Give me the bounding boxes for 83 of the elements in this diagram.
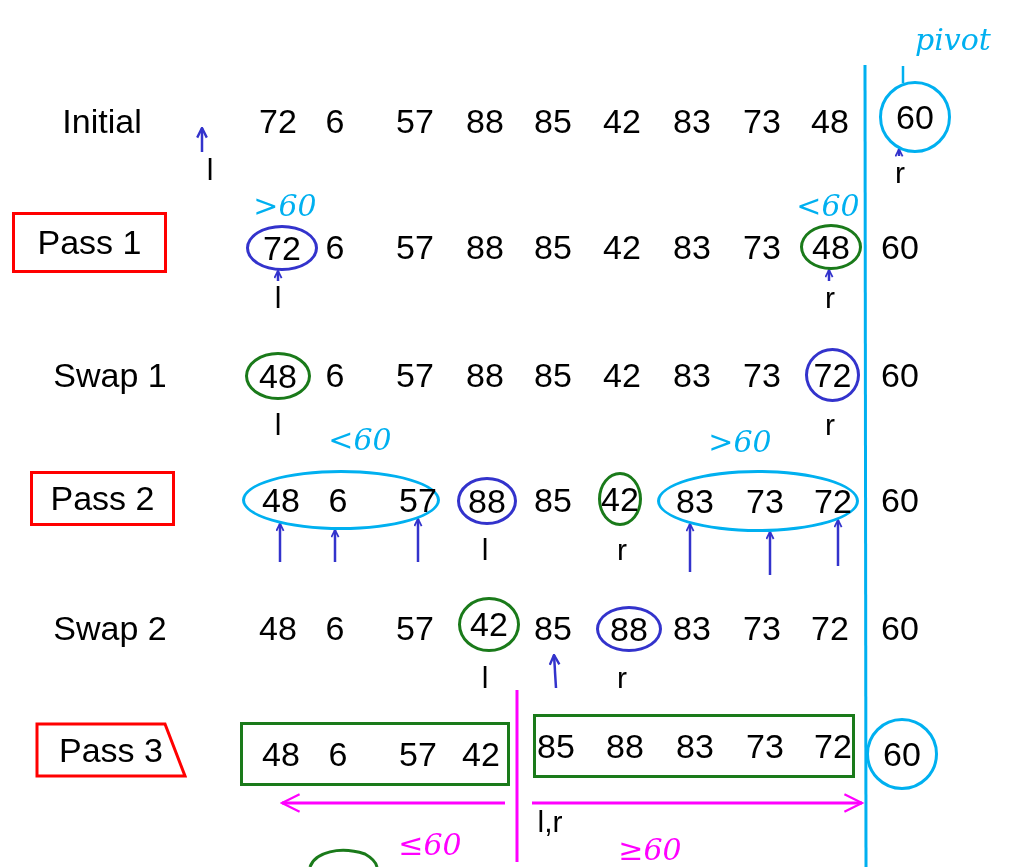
pointer-label: r <box>617 535 627 565</box>
array-value: 6 <box>325 104 345 138</box>
array-value: 60 <box>881 230 919 264</box>
arrow <box>685 523 695 572</box>
array-value: 85 <box>534 611 572 645</box>
group-ellipse: 48 6 57 <box>242 470 440 530</box>
arrow <box>833 519 843 566</box>
circled-value: 88 <box>457 477 517 525</box>
array-value: 73 <box>743 104 781 138</box>
circled-value: 48 <box>800 224 862 270</box>
pointer-label: l <box>274 410 282 440</box>
array-value: 88 <box>466 104 504 138</box>
partition-box: 48 6 57 42 <box>240 722 510 786</box>
arrow <box>894 148 904 158</box>
pivot-circle: 60 <box>879 81 951 153</box>
row-label: Swap 2 <box>53 611 167 645</box>
array-value: 73 <box>743 358 781 392</box>
circled-value: 72 <box>805 348 860 402</box>
array-value: 60 <box>881 611 919 645</box>
array-value: 85 <box>534 483 572 517</box>
array-value: 83 <box>673 104 711 138</box>
pass-label-box: Pass 3 <box>35 722 187 778</box>
pass-label-box: Pass 1 <box>12 212 167 273</box>
array-value: 85 <box>534 104 572 138</box>
handwritten-note: ≤60 <box>398 830 462 860</box>
circled-value: 72 <box>246 225 318 271</box>
array-value: 83 <box>673 611 711 645</box>
pointer-label: r <box>825 410 835 440</box>
array-value: 42 <box>603 104 641 138</box>
pointer-label: l <box>268 283 288 313</box>
array-value: 48 <box>811 104 849 138</box>
pass-label-box: Pass 2 <box>30 471 175 526</box>
handwritten-note: ≥60 <box>618 835 682 865</box>
handwritten-note: >60 <box>253 191 317 221</box>
handwritten-note: <60 <box>796 191 860 221</box>
arrow <box>330 529 340 562</box>
circled-value: 42 <box>458 597 520 652</box>
array-value: 6 <box>325 611 345 645</box>
array-value: 48 <box>259 611 297 645</box>
pivot-circle: 60 <box>866 718 938 790</box>
pointer-label: l <box>206 155 214 185</box>
array-value: 60 <box>881 483 919 517</box>
partition-box: 85 88 83 73 72 <box>533 714 855 778</box>
array-value: 85 <box>534 230 572 264</box>
pointer-label: l,r <box>537 807 563 837</box>
pointer-label: r <box>617 663 627 693</box>
pointer-label: r <box>820 283 840 313</box>
array-value: 57 <box>396 611 434 645</box>
arrow <box>413 517 423 562</box>
array-value: 57 <box>396 358 434 392</box>
array-value: 88 <box>466 358 504 392</box>
array-value: 6 <box>325 230 345 264</box>
array-value: 57 <box>396 230 434 264</box>
pivot-note: pivot <box>898 16 1008 64</box>
handwritten-note: >60 <box>708 427 772 457</box>
array-value: 6 <box>325 358 345 392</box>
circled-value: 42 <box>598 472 642 526</box>
pointer-label: r <box>890 158 910 188</box>
row-label: Initial <box>62 104 142 138</box>
leader-line <box>901 66 905 84</box>
group-ellipse: 83 73 72 <box>657 470 859 532</box>
array-value: 42 <box>603 358 641 392</box>
handwritten-note: <60 <box>328 425 392 455</box>
array-value: 73 <box>743 611 781 645</box>
pointer-label: l <box>481 535 489 565</box>
array-value: 72 <box>259 104 297 138</box>
arrow <box>273 269 283 281</box>
array-value: 72 <box>811 611 849 645</box>
arrow <box>275 522 285 562</box>
array-value: 83 <box>673 230 711 264</box>
row-label: Swap 1 <box>53 358 167 392</box>
arrow <box>765 530 775 575</box>
arrow <box>824 269 834 281</box>
array-value: 57 <box>396 104 434 138</box>
array-value: 60 <box>881 358 919 392</box>
array-value: 83 <box>673 358 711 392</box>
pointer-label: l <box>481 663 489 693</box>
array-value: 73 <box>743 230 781 264</box>
array-value: 88 <box>466 230 504 264</box>
circled-value: 88 <box>596 606 662 652</box>
circled-value: 48 <box>245 352 311 400</box>
array-value: 85 <box>534 358 572 392</box>
array-value: 42 <box>603 230 641 264</box>
